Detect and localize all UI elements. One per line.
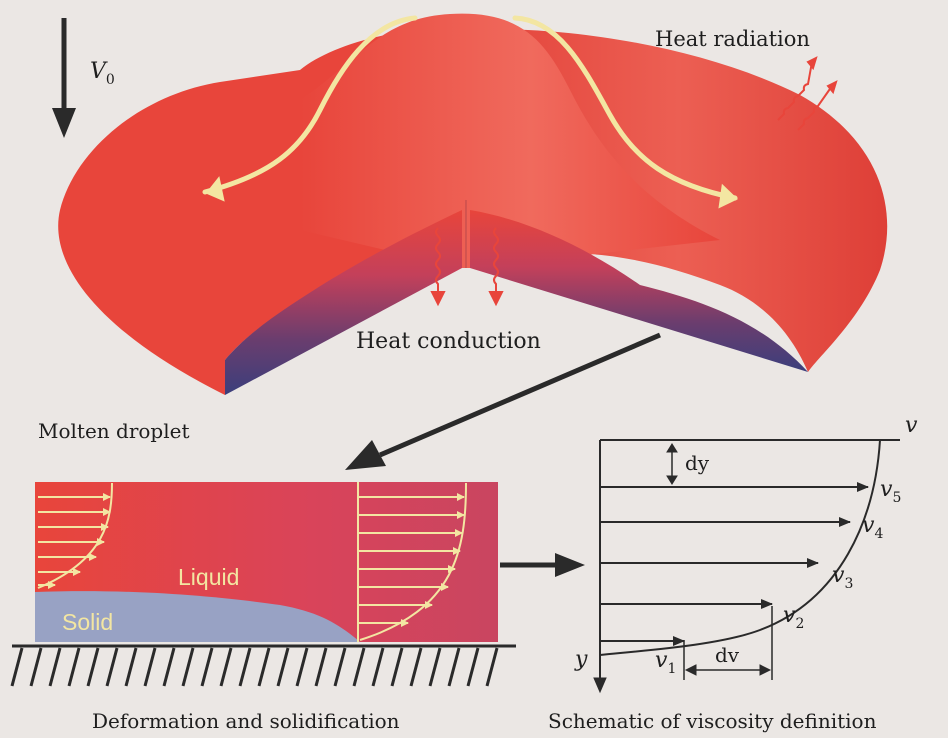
heat-radiation-arrows	[777, 56, 838, 131]
viscosity-schematic	[593, 439, 900, 694]
droplet-cut-right	[470, 210, 808, 372]
substrate-hatching	[10, 647, 499, 687]
velocity-label-5: v5	[880, 477, 901, 506]
solid-label: Solid	[62, 609, 113, 635]
flow-arrow-right	[512, 15, 738, 201]
heat-conduction-arrows	[430, 227, 504, 307]
axis-y-label: y	[574, 647, 588, 672]
liquid-label: Liquid	[178, 564, 239, 590]
molten-droplet-label: Molten droplet	[38, 419, 190, 443]
velocity-label: V0	[90, 59, 115, 88]
zoom-arrow	[379, 332, 661, 458]
deformation-panel: Liquid Solid	[10, 482, 516, 687]
velocity-label-1: v1	[655, 648, 676, 677]
caption-viscosity: Schematic of viscosity definition	[548, 709, 877, 733]
velocity-label-3: v3	[832, 563, 853, 592]
velocity-profile-left	[37, 482, 113, 589]
heat-conduction-label: Heat conduction	[356, 329, 541, 354]
axis-v-label: v	[905, 413, 918, 438]
velocity-profile-right	[357, 482, 467, 642]
caption-deformation: Deformation and solidification	[92, 709, 400, 733]
velocity-labels: v1 v2 v3 v4 v5	[655, 477, 901, 677]
flow-arrow-left	[202, 15, 418, 195]
solid-layer	[35, 591, 360, 642]
impact-velocity-arrow	[52, 18, 76, 138]
dy-label: dy	[685, 451, 710, 475]
dv-label: dv	[715, 643, 740, 667]
velocity-label-2: v2	[783, 603, 804, 632]
droplet-cut-left	[225, 210, 462, 395]
droplet-ridge	[300, 13, 720, 269]
heat-radiation-label: Heat radiation	[655, 27, 810, 51]
velocity-label-4: v4	[862, 513, 883, 542]
